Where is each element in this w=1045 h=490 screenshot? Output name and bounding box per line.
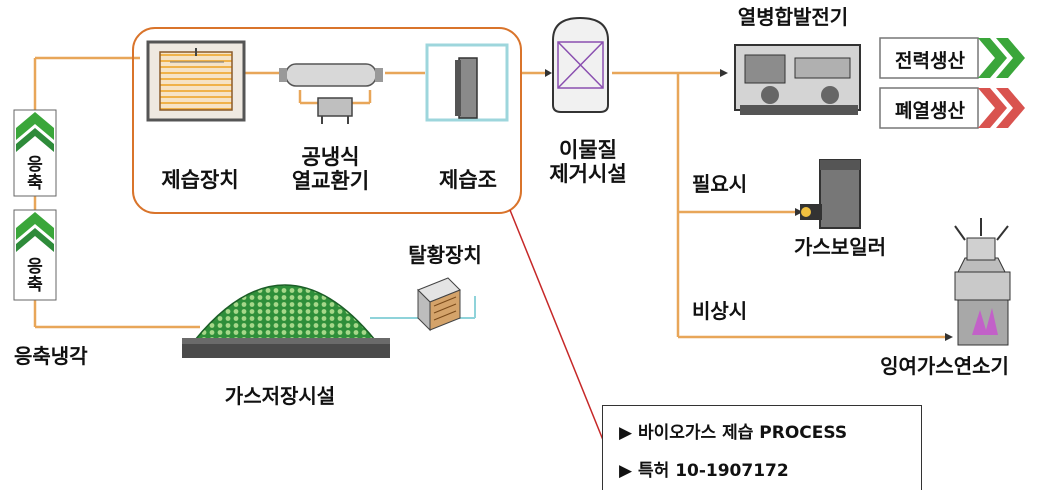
arrow-head-flare bbox=[945, 333, 953, 341]
power-output-arrow bbox=[879, 37, 1025, 79]
chp-generator-machine bbox=[734, 44, 861, 115]
arrow-head-chp bbox=[720, 69, 728, 77]
info-box: ▶ 바이오가스 제습 PROCESS ▶ 특허 10-1907172 bbox=[602, 405, 922, 490]
label-when-needed: 필요시 bbox=[692, 172, 748, 196]
dehumidification-process-box bbox=[132, 27, 522, 214]
label-desulfurizer: 탈황장치 bbox=[408, 243, 482, 267]
gas-storage-dome bbox=[182, 284, 390, 358]
label-air-heat-exchanger: 공냉식 열교환기 bbox=[291, 145, 370, 194]
label-emergency: 비상시 bbox=[692, 299, 748, 323]
desulfurizer-unit bbox=[417, 277, 461, 332]
arrow-head-boiler bbox=[795, 208, 803, 216]
label-chp: 열병합발전기 bbox=[737, 5, 849, 29]
label-condense-cooling: 응축냉각 bbox=[14, 344, 88, 368]
flare-burner-machine bbox=[954, 218, 1011, 346]
waste-heat-output-arrow bbox=[879, 87, 1025, 129]
condenser-column-top bbox=[13, 109, 57, 197]
label-dehumidifier: 제습장치 bbox=[161, 168, 239, 192]
label-waste-heat-output: 폐열생산 bbox=[895, 100, 965, 122]
label-gas-storage: 가스저장시설 bbox=[224, 384, 336, 408]
label-impurity-removal: 이물질 제거시설 bbox=[549, 138, 627, 187]
info-patent-number: ▶ 특허 10-1907172 bbox=[619, 461, 789, 481]
label-flare: 잉여가스연소기 bbox=[880, 354, 1009, 378]
arrow-head-impurity bbox=[545, 69, 552, 77]
dehumidifier-unit bbox=[146, 40, 246, 122]
label-dehumidifier-tank: 제습조 bbox=[439, 168, 497, 192]
label-gas-boiler: 가스보일러 bbox=[794, 235, 886, 259]
label-power-output: 전력생산 bbox=[895, 50, 965, 72]
pipes bbox=[33, 56, 950, 339]
gas-boiler-machine bbox=[800, 159, 861, 229]
impurity-removal-vessel bbox=[552, 16, 609, 113]
dehumidifier-tank-unit bbox=[425, 43, 509, 122]
callout-line bbox=[509, 209, 604, 441]
condenser-column-bottom bbox=[13, 209, 57, 301]
info-process-title: ▶ 바이오가스 제습 PROCESS bbox=[619, 423, 848, 443]
air-cooled-heat-exchanger-unit bbox=[279, 63, 383, 124]
